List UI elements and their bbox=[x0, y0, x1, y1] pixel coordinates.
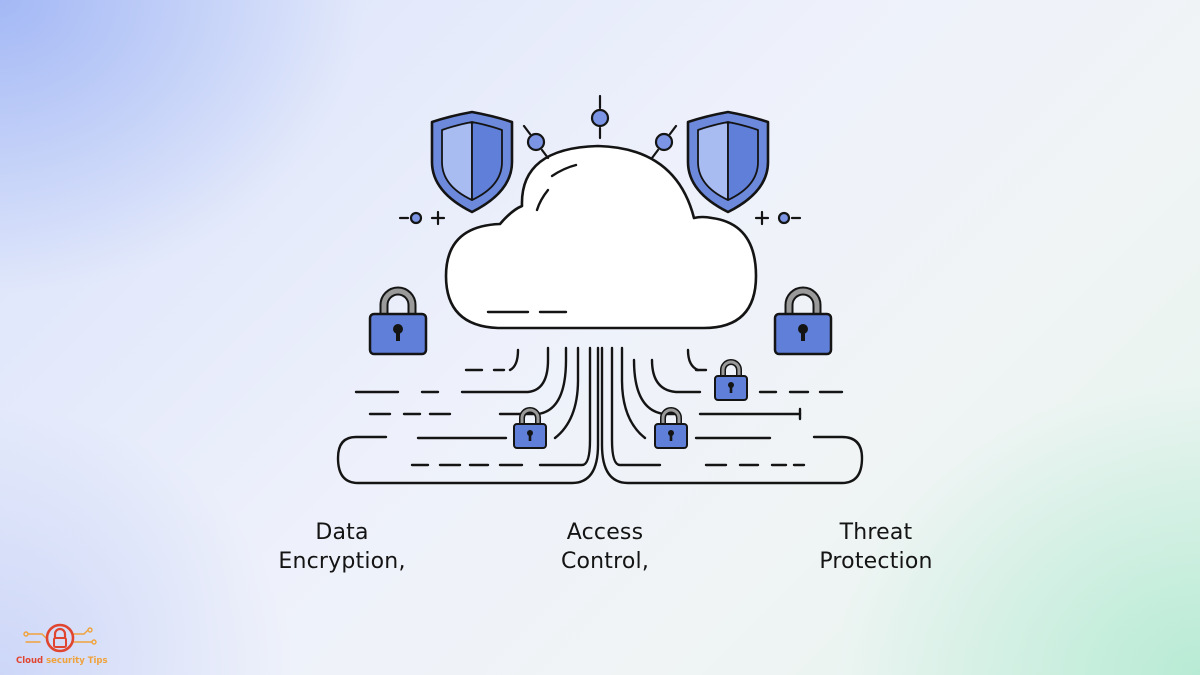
node-connector-icon bbox=[522, 124, 550, 160]
caption-line: Protection bbox=[819, 549, 933, 574]
caption-line: Data bbox=[315, 520, 369, 545]
shield-icon bbox=[430, 110, 514, 214]
caption-line: Threat bbox=[839, 520, 913, 545]
node-connector-icon bbox=[650, 124, 678, 160]
node-connector-icon bbox=[754, 210, 802, 226]
caption-line: Access bbox=[566, 520, 644, 545]
node-connector-icon bbox=[398, 210, 446, 226]
shield-icon bbox=[686, 110, 770, 214]
padlock-circuit-icon bbox=[23, 623, 97, 653]
logo-word-security-tips: security Tips bbox=[46, 656, 108, 666]
caption-line: Encryption, bbox=[278, 549, 406, 574]
node-connector-icon bbox=[590, 94, 610, 140]
logo-text: Cloud security Tips bbox=[16, 656, 108, 666]
caption-threat-protection: Threat Protection bbox=[756, 518, 996, 576]
caption-access-control: Access Control, bbox=[485, 518, 725, 576]
padlock-icon bbox=[775, 291, 831, 354]
caption-data-encryption: Data Encryption, bbox=[222, 518, 462, 576]
cloud-icon bbox=[444, 144, 758, 330]
padlock-icon bbox=[514, 410, 546, 448]
logo-word-cloud: Cloud bbox=[16, 656, 44, 666]
network-lines bbox=[336, 346, 864, 485]
caption-line: Control, bbox=[560, 549, 650, 574]
padlock-icon bbox=[655, 410, 687, 448]
padlock-icon bbox=[370, 291, 426, 354]
padlock-icon bbox=[715, 362, 747, 400]
